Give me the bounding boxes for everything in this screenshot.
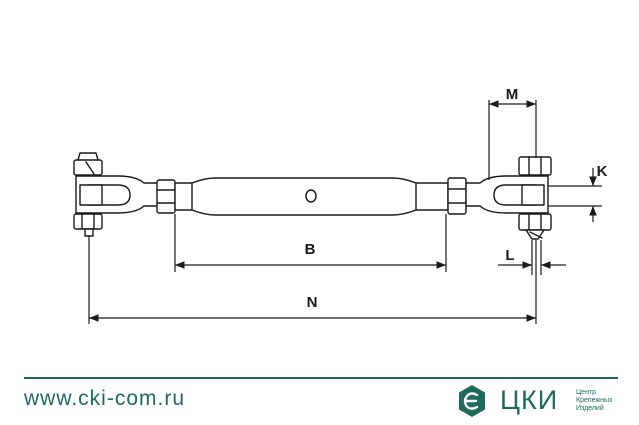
dimension-k-label: K bbox=[597, 163, 608, 180]
dimension-b bbox=[174, 214, 447, 272]
dimension-l bbox=[498, 240, 566, 275]
left-nut bbox=[156, 179, 176, 214]
company-logo: ЦКИ Центр Крепежных Изделий bbox=[455, 384, 625, 418]
dimension-b-label: B bbox=[305, 241, 316, 258]
dimension-k bbox=[548, 168, 602, 222]
logo-name: ЦКИ bbox=[500, 385, 559, 415]
right-fork bbox=[465, 156, 552, 240]
dimension-n bbox=[88, 236, 537, 324]
website-link[interactable]: www.cki-com.ru bbox=[24, 387, 186, 410]
right-nut bbox=[447, 177, 467, 215]
footer-divider bbox=[24, 377, 618, 379]
logo-subtitle-line: Крепежных bbox=[576, 397, 613, 404]
logo-subtitle-line: Центр bbox=[576, 389, 597, 396]
e-hexagon-icon bbox=[459, 385, 485, 417]
turnbuckle-body bbox=[174, 177, 449, 216]
dimension-l-label: L bbox=[505, 247, 514, 264]
dimension-m bbox=[488, 100, 537, 180]
dimension-m-label: M bbox=[506, 86, 519, 103]
dimension-n-label: N bbox=[307, 294, 318, 311]
left-fork bbox=[73, 152, 159, 237]
body-hole bbox=[305, 189, 317, 203]
logo-subtitle-line: Изделий bbox=[576, 405, 604, 412]
logo-subtitle: Центр Крепежных Изделий bbox=[576, 389, 613, 413]
